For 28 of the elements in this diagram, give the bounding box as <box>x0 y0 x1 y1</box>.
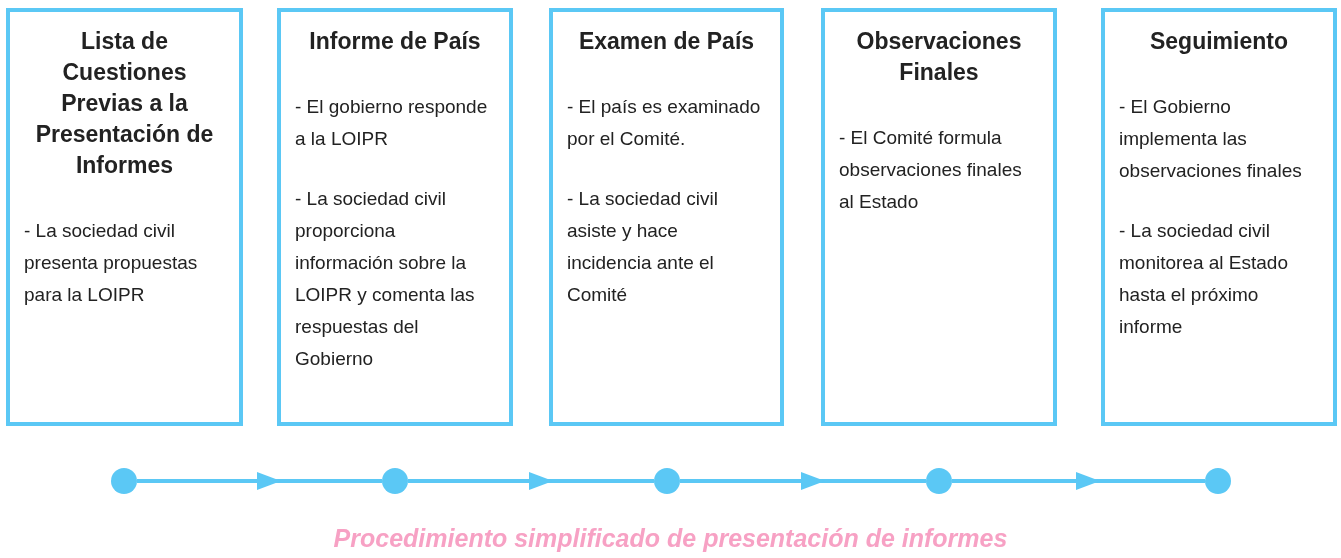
timeline-dot <box>926 468 952 494</box>
timeline-arrow <box>408 472 654 490</box>
timeline-arrow <box>137 472 382 490</box>
stage-box <box>1101 8 1337 426</box>
stage-box <box>277 8 513 426</box>
stage-box <box>821 8 1057 426</box>
timeline-dot <box>654 468 680 494</box>
stage-heading: Seguimiento <box>1149 27 1289 56</box>
stage-description: - La sociedad civil asiste y hace incidencia ante el Comité <box>567 187 720 307</box>
stage-heading: Informe de País <box>308 27 482 56</box>
timeline-dot <box>382 468 408 494</box>
caption: Procedimiento simplificado de presentación de informes <box>332 524 1009 553</box>
stage-box <box>6 8 243 426</box>
stage-description: - El país es examinado por el Comité. <box>567 95 762 151</box>
stage-description: - La sociedad civil monitorea al Estado hasta el próximo informe <box>1119 219 1289 339</box>
stage-description: - La sociedad civil presenta propuestas para la LOIPR <box>24 219 199 307</box>
timeline-arrow <box>952 472 1205 490</box>
timeline-dot <box>111 468 137 494</box>
stage-heading: Observaciones Finales <box>855 27 1023 87</box>
stage-heading: Examen de País <box>577 27 756 56</box>
stage-description: - El gobierno responde a la LOIPR <box>295 95 489 151</box>
timeline-arrow <box>680 472 926 490</box>
stage-description: - El Comité formula observaciones finales al Estado <box>839 126 1023 214</box>
timeline-dot <box>1205 468 1231 494</box>
stage-box <box>549 8 784 426</box>
stage-heading: Lista de Cuestiones Previas a la Presentación de Informes <box>34 27 215 180</box>
stage-description: - La sociedad civil proporciona información sobre la LOIPR y comenta las respuestas del Gobierno <box>295 187 476 371</box>
stage-description: - El Gobierno implementa las observaciones finales <box>1119 95 1303 183</box>
